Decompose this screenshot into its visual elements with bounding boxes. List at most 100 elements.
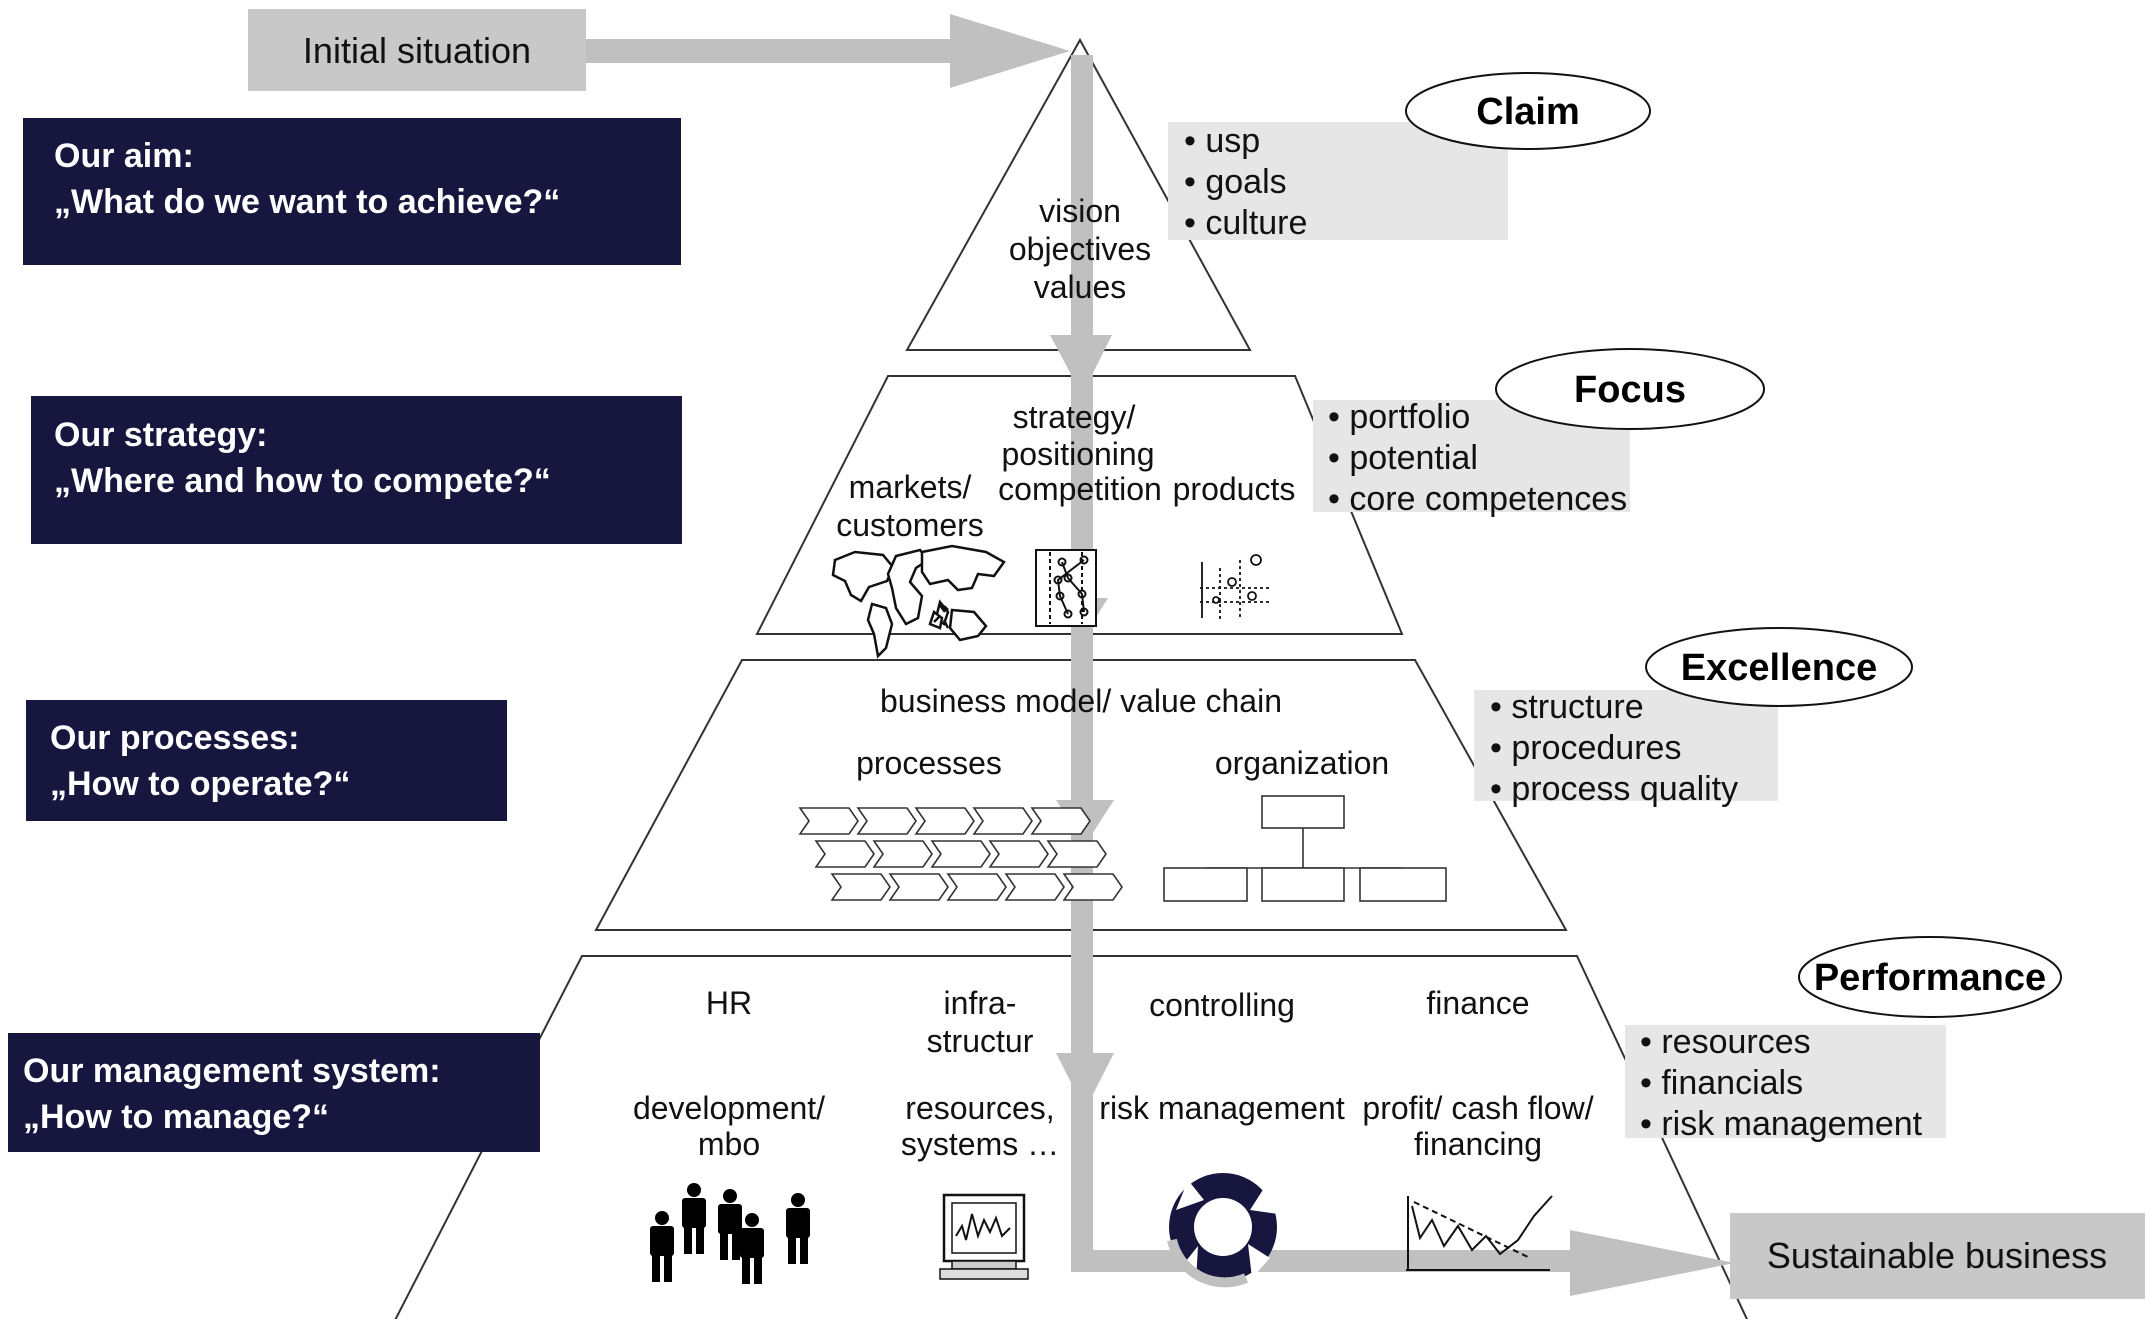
callout-oval bbox=[1495, 348, 1765, 430]
tier1-labels: vision objectives values bbox=[1009, 193, 1151, 305]
svg-text:controlling: controlling bbox=[1149, 987, 1295, 1023]
callout-bullet: • financials bbox=[1640, 1064, 1803, 1102]
computer-icon bbox=[939, 1193, 1029, 1280]
svg-text:processes: processes bbox=[856, 745, 1002, 781]
callout-bullet: • procedures bbox=[1490, 729, 1681, 767]
org-chart-icon bbox=[1163, 795, 1447, 902]
callout-oval bbox=[1798, 936, 2062, 1018]
sustainable-business: Sustainable business bbox=[1730, 1213, 2145, 1299]
cycle-icon bbox=[1167, 1173, 1278, 1288]
question-title: Our aim: bbox=[54, 137, 194, 175]
question-box-strategy: Our strategy: „Where and how to compete?… bbox=[31, 396, 682, 544]
process-chevron bbox=[972, 807, 1033, 835]
question-title: Our management system: bbox=[23, 1052, 441, 1090]
process-chevron bbox=[856, 807, 917, 835]
callout-excellence: • structure• procedures• process quality… bbox=[1474, 627, 1913, 808]
callout-bullet: • structure bbox=[1490, 688, 1644, 726]
svg-text:vision: vision bbox=[1039, 193, 1121, 229]
svg-text:organization: organization bbox=[1215, 745, 1389, 781]
svg-text:structur: structur bbox=[927, 1023, 1034, 1059]
person-figure bbox=[786, 1193, 810, 1264]
callout-bullet: • portfolio bbox=[1328, 398, 1470, 436]
people-icon bbox=[650, 1183, 810, 1284]
callout-claim: • usp• goals• culture Claim bbox=[1168, 72, 1651, 242]
tier4-labels: HR infra- structur controlling finance d… bbox=[633, 985, 1594, 1162]
svg-text:resources,: resources, bbox=[905, 1090, 1054, 1126]
svg-text:systems …: systems … bbox=[901, 1126, 1059, 1162]
question-text: „What do we want to achieve?“ bbox=[54, 183, 560, 221]
callout-bullet-box bbox=[1625, 1025, 1946, 1138]
svg-text:objectives: objectives bbox=[1009, 231, 1151, 267]
process-chevrons-icon bbox=[798, 807, 1123, 901]
svg-text:infra-: infra- bbox=[944, 985, 1017, 1021]
callout-bullet: • goals bbox=[1184, 163, 1287, 201]
person-figure bbox=[740, 1213, 764, 1284]
person-figure bbox=[650, 1211, 674, 1282]
question-title: Our strategy: bbox=[54, 416, 268, 454]
svg-text:markets/: markets/ bbox=[849, 469, 972, 505]
process-chevron bbox=[814, 840, 875, 868]
process-chevron bbox=[914, 807, 975, 835]
svg-text:values: values bbox=[1034, 269, 1127, 305]
positioning-chart-icon bbox=[1035, 549, 1097, 627]
process-chevron bbox=[798, 807, 859, 835]
question-box-aim: Our aim: „What do we want to achieve?“ bbox=[23, 118, 681, 265]
callout-bullet: • risk management bbox=[1640, 1105, 1923, 1143]
svg-text:positioning: positioning bbox=[1002, 436, 1155, 472]
callout-oval bbox=[1405, 72, 1651, 150]
process-chevron bbox=[888, 873, 949, 901]
process-chevron bbox=[1030, 807, 1091, 835]
world-map-icon bbox=[831, 544, 1006, 659]
person-figure bbox=[682, 1183, 706, 1254]
callout-title: Claim bbox=[1476, 91, 1579, 133]
svg-text:mbo: mbo bbox=[698, 1126, 760, 1162]
process-chevron bbox=[1046, 840, 1107, 868]
process-chevron bbox=[930, 840, 991, 868]
initial-situation: Initial situation bbox=[248, 9, 1070, 91]
callout-bullet: • process quality bbox=[1490, 770, 1738, 808]
svg-text:competition: competition bbox=[998, 471, 1162, 507]
question-text: „Where and how to compete?“ bbox=[54, 462, 551, 500]
process-chevron bbox=[946, 873, 1007, 901]
svg-text:HR: HR bbox=[706, 985, 752, 1021]
tier3-labels: business model/ value chain processes or… bbox=[856, 683, 1389, 781]
svg-text:development/: development/ bbox=[633, 1090, 825, 1126]
callout-title: Focus bbox=[1574, 369, 1686, 411]
svg-text:risk management: risk management bbox=[1099, 1090, 1345, 1126]
question-text: „How to operate?“ bbox=[50, 765, 350, 803]
callout-bullet: • usp bbox=[1184, 122, 1260, 160]
tier2-labels: strategy/ positioning competition market… bbox=[836, 399, 1295, 543]
svg-text:customers: customers bbox=[836, 507, 984, 543]
callout-performance: • resources• financials• risk management… bbox=[1625, 936, 2062, 1143]
question-box-management: Our management system: „How to manage?“ bbox=[8, 1033, 540, 1152]
line-chart-icon bbox=[1406, 1195, 1553, 1271]
process-chevron bbox=[872, 840, 933, 868]
process-chevron bbox=[1062, 873, 1123, 901]
person-figure bbox=[718, 1189, 742, 1260]
callout-bullet: • potential bbox=[1328, 439, 1478, 477]
callout-bullet: • culture bbox=[1184, 204, 1307, 242]
callout-title: Performance bbox=[1814, 957, 2046, 999]
svg-text:finance: finance bbox=[1426, 985, 1529, 1021]
svg-text:products: products bbox=[1173, 471, 1296, 507]
callout-oval bbox=[1645, 627, 1913, 707]
svg-text:strategy/: strategy/ bbox=[1013, 399, 1136, 435]
sustainable-business-label: Sustainable business bbox=[1767, 1235, 2107, 1276]
svg-text:profit/ cash flow/: profit/ cash flow/ bbox=[1362, 1090, 1593, 1126]
process-chevron bbox=[830, 873, 891, 901]
callout-bullet-box bbox=[1168, 122, 1508, 240]
callout-focus: • portfolio• potential• core competences… bbox=[1313, 348, 1765, 518]
callout-title: Excellence bbox=[1681, 647, 1877, 689]
callout-bullet: • core competences bbox=[1328, 480, 1627, 518]
svg-text:financing: financing bbox=[1414, 1126, 1542, 1162]
question-text: „How to manage?“ bbox=[23, 1098, 329, 1136]
callout-bullet: • resources bbox=[1640, 1023, 1811, 1061]
callout-bullet-box bbox=[1474, 690, 1778, 801]
product-matrix-icon bbox=[1200, 554, 1272, 620]
initial-situation-label: Initial situation bbox=[303, 30, 531, 71]
svg-text:business model/ value chain: business model/ value chain bbox=[880, 683, 1282, 719]
process-chevron bbox=[1004, 873, 1065, 901]
process-chevron bbox=[988, 840, 1049, 868]
question-title: Our processes: bbox=[50, 719, 299, 757]
